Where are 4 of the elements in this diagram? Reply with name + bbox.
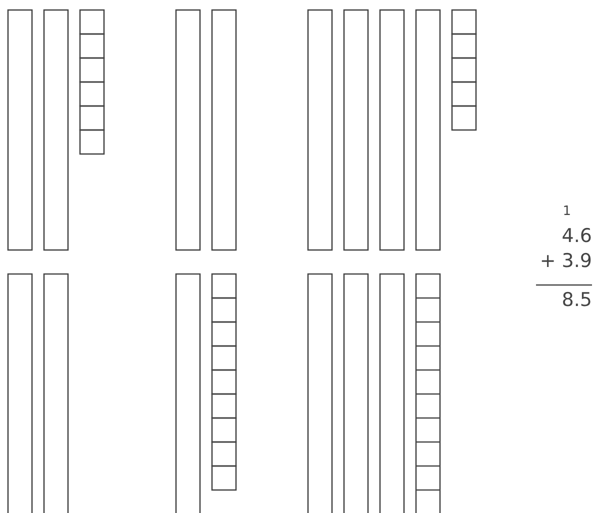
- carry-digit: 1: [562, 205, 571, 218]
- sum: 8.5: [562, 291, 592, 310]
- addend: + 3.9: [540, 252, 592, 271]
- addend: 4.6: [562, 227, 592, 246]
